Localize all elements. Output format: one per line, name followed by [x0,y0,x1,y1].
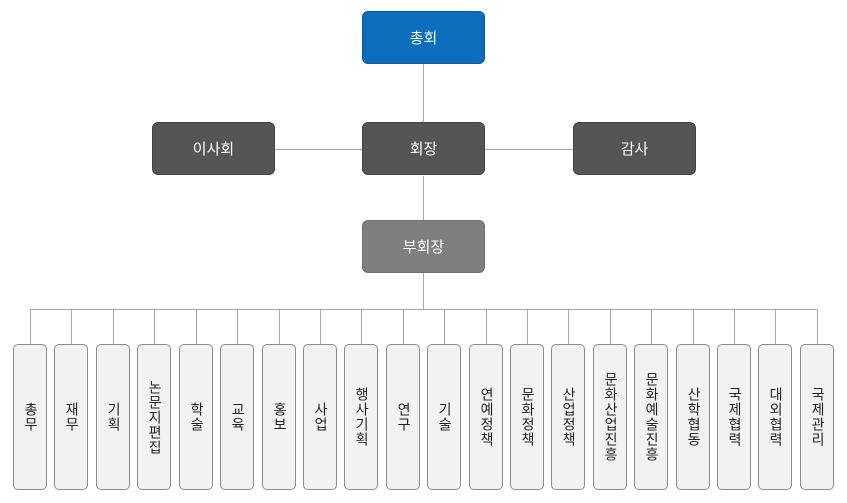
president-label: 회장 [409,140,438,158]
department-box: 홍보 [262,344,296,490]
department-box: 문화산업진흥 [593,344,627,490]
department-box: 학술 [179,344,213,490]
department-box: 재무 [54,344,88,490]
auditor-box: 감사 [573,122,696,175]
department-box: 산학협동 [676,344,710,490]
board-of-directors-box: 이사회 [152,122,275,175]
department-box: 총무 [13,344,47,490]
vice-president-label: 부회장 [402,238,445,256]
department-drop-lines [30,309,818,344]
department-box: 문화예술진흥 [634,344,668,490]
department-box: 산업정책 [551,344,585,490]
department-box: 기획 [96,344,130,490]
department-box: 문화정책 [510,344,544,490]
department-box: 논문지편집 [137,344,171,490]
department-box: 기술 [427,344,461,490]
department-box: 국제관리 [800,344,834,490]
department-box: 연예정책 [469,344,503,490]
president-box: 회장 [362,122,485,175]
department-box: 사업 [303,344,337,490]
auditor-label: 감사 [620,140,649,158]
general-assembly-label: 총회 [409,29,438,47]
general-assembly-box: 총회 [362,11,485,64]
department-box: 연구 [386,344,420,490]
department-box: 국제협력 [717,344,751,490]
department-box: 교육 [220,344,254,490]
vice-president-box: 부회장 [362,220,485,273]
department-box: 행사기획 [344,344,378,490]
board-label: 이사회 [192,140,235,158]
department-box: 대외협력 [758,344,792,490]
